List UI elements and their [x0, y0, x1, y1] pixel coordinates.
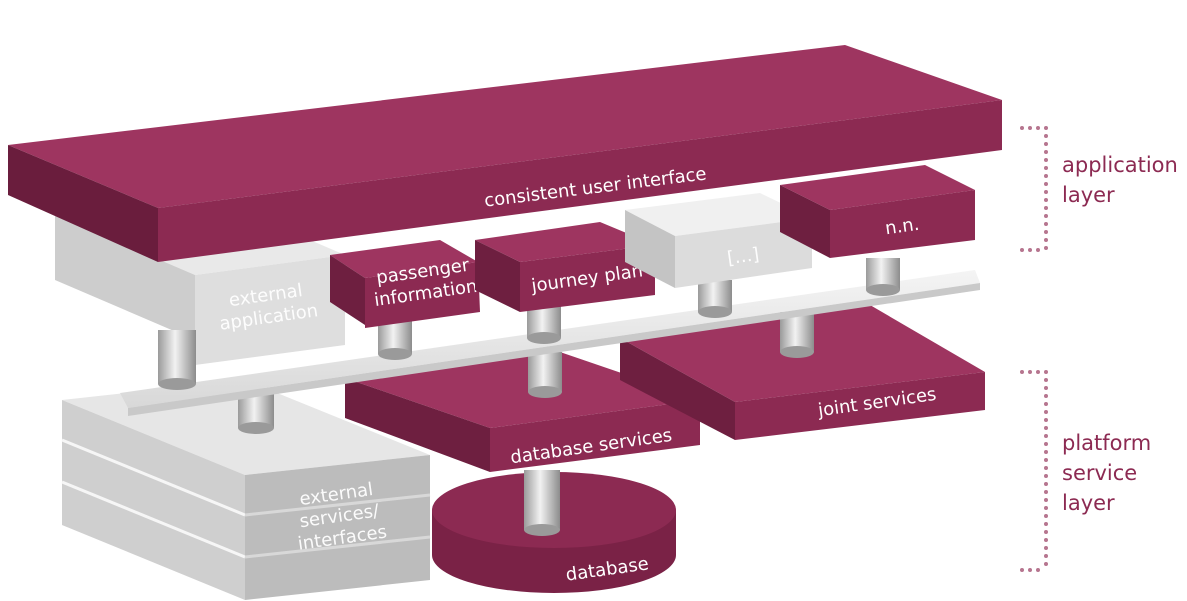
- app-layer-text-line-2: layer: [1062, 183, 1115, 207]
- bracket-platform-dot-10: [1044, 402, 1048, 406]
- bracket-app-dot-17: [1044, 214, 1048, 218]
- bracket-platform-dot-18: [1044, 466, 1048, 470]
- ellipsis-label: […]: [726, 244, 761, 269]
- bracket-app-dot-6: [1044, 126, 1048, 130]
- bracket-app-dot-18: [1044, 222, 1048, 226]
- bracket-platform-dot-15: [1044, 442, 1048, 446]
- bracket-platform-dot-12: [1044, 418, 1048, 422]
- bracket-app-dot-21: [1044, 246, 1048, 250]
- bracket-platform-dot-16: [1044, 450, 1048, 454]
- bracket-platform-dot-6: [1044, 370, 1048, 374]
- bracket-app-dot-0: [1020, 126, 1024, 130]
- bracket-platform-dot-26: [1044, 530, 1048, 534]
- module-ellipsis: […]: [625, 193, 812, 288]
- bracket-platform-dot-0: [1020, 370, 1024, 374]
- bracket-platform-dot-30: [1044, 562, 1048, 566]
- database-services-slab: database services: [345, 352, 700, 472]
- bracket-app-dot-16: [1044, 206, 1048, 210]
- platform-layer-text: platform service layer: [1062, 428, 1151, 518]
- platform-layer-text-line-1: platform: [1062, 431, 1152, 455]
- bracket-platform-dot-28: [1044, 546, 1048, 550]
- bracket-platform-dot-27: [1044, 538, 1048, 542]
- bracket-platform-dot-22: [1044, 498, 1048, 502]
- bracket-platform-dot-13: [1044, 426, 1048, 430]
- bracket-platform-dot-25: [1044, 522, 1048, 526]
- bracket-platform-dot-17: [1044, 458, 1048, 462]
- bracket-platform-dot-5: [1036, 568, 1040, 572]
- consistent-user-interface-panel: consistent user interface: [8, 45, 1002, 262]
- module-passenger-information: passengerinformation: [330, 240, 480, 328]
- platform-layer-bracket: [1020, 370, 1048, 572]
- pillars-lower: [238, 312, 814, 536]
- bracket-platform-dot-14: [1044, 434, 1048, 438]
- bracket-platform-dot-21: [1044, 490, 1048, 494]
- bracket-platform-dot-2: [1028, 370, 1032, 374]
- bracket-platform-dot-3: [1028, 568, 1032, 572]
- bracket-platform-dot-29: [1044, 554, 1048, 558]
- bracket-app-dot-19: [1044, 230, 1048, 234]
- bracket-app-dot-13: [1044, 182, 1048, 186]
- bracket-app-dot-9: [1044, 150, 1048, 154]
- bracket-app-dot-1: [1020, 248, 1024, 252]
- app-layer-text-line-1: application: [1062, 153, 1178, 177]
- bracket-platform-dot-1: [1020, 568, 1024, 572]
- nn-label: n.n.: [884, 214, 921, 240]
- application-layer-label: application layer: [1062, 150, 1178, 210]
- bracket-platform-dot-4: [1036, 370, 1040, 374]
- bracket-app-dot-20: [1044, 238, 1048, 242]
- bracket-app-dot-10: [1044, 158, 1048, 162]
- bracket-platform-dot-11: [1044, 410, 1048, 414]
- bracket-app-dot-7: [1044, 134, 1048, 138]
- bracket-platform-dot-24: [1044, 514, 1048, 518]
- bracket-app-dot-3: [1028, 248, 1032, 252]
- bracket-app-dot-11: [1044, 166, 1048, 170]
- bracket-app-dot-8: [1044, 142, 1048, 146]
- bracket-app-dot-5: [1036, 248, 1040, 252]
- bracket-app-dot-2: [1028, 126, 1032, 130]
- application-layer-text: application layer: [1062, 150, 1178, 210]
- platform-layer-text-line-3: layer: [1062, 491, 1115, 515]
- bracket-platform-dot-23: [1044, 506, 1048, 510]
- bracket-app-dot-15: [1044, 198, 1048, 202]
- bracket-app-dot-4: [1036, 126, 1040, 130]
- platform-layer-text-line-2: service: [1062, 461, 1138, 485]
- passenger-information-label: passengerinformation: [370, 254, 479, 311]
- bracket-platform-dot-8: [1044, 386, 1048, 390]
- application-layer-bracket: [1020, 126, 1048, 252]
- platform-layer-label: platform service layer: [1062, 428, 1151, 518]
- bracket-platform-dot-19: [1044, 474, 1048, 478]
- bracket-platform-dot-20: [1044, 482, 1048, 486]
- bracket-platform-dot-7: [1044, 378, 1048, 382]
- module-nn: n.n.: [780, 165, 975, 258]
- bracket-app-dot-14: [1044, 190, 1048, 194]
- external-services-stack: externalservices/interfaces: [61, 380, 431, 600]
- bracket-app-dot-12: [1044, 174, 1048, 178]
- module-journey-plan: journey plan: [475, 222, 655, 312]
- bracket-platform-dot-9: [1044, 394, 1048, 398]
- database-cylinder: database: [432, 472, 676, 593]
